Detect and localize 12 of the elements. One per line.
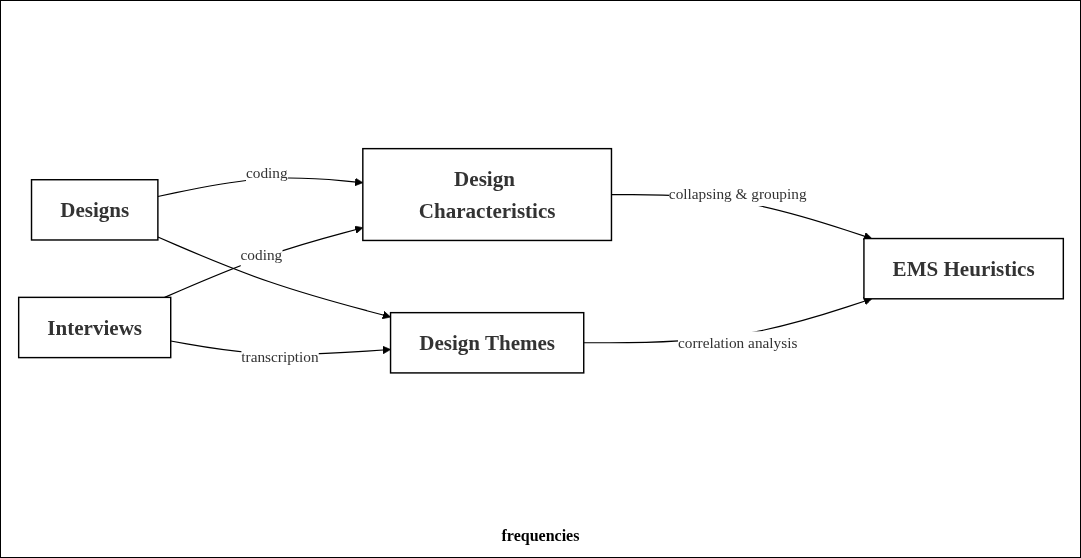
node-box: Design Themes: [389, 312, 585, 374]
node-box: EMS Heuristics: [863, 238, 1065, 300]
note-text: frequencies: [501, 527, 580, 544]
node-box: Interviews: [17, 296, 172, 359]
edge-label: coding: [245, 165, 288, 182]
node-box: Design Characteristics: [362, 148, 613, 242]
arrow: [157, 236, 391, 320]
edge-label: correlation analysis: [678, 334, 798, 351]
edge-label: coding: [240, 247, 283, 264]
edge-label: transcription: [241, 348, 319, 366]
node-box: Designs: [30, 179, 159, 241]
edge-label: collapsing & grouping: [668, 186, 807, 203]
